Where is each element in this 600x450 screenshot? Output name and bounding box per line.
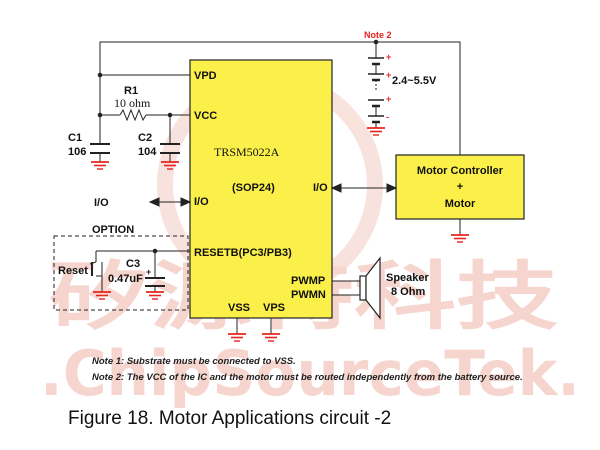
note2-tag: Note 2 [364, 30, 392, 40]
c1-name: C1 [68, 132, 82, 144]
io-right-link [330, 183, 398, 193]
note-1: Note 1: Substrate must be connected to V… [92, 356, 296, 367]
c3-name: C3 [126, 258, 140, 270]
pin-resetb-label: RESETB(PC3/PB3) [194, 247, 292, 259]
pin-vcc-label: VCC [194, 110, 217, 122]
capacitor-c1 [90, 143, 110, 154]
battery-minus-sign: - [386, 112, 389, 122]
c3-plus-sign: + [146, 267, 151, 277]
motor-controller-box [395, 154, 525, 220]
option-label: OPTION [92, 224, 134, 236]
battery-plus-sign: + [386, 94, 391, 104]
ic-package: (SOP24) [232, 182, 275, 194]
pin-vps-label: VPS [263, 302, 285, 314]
motor-label: Motor [445, 198, 476, 210]
io-left-ext-label: I/O [94, 197, 109, 209]
option-box [53, 235, 189, 311]
ic-name: TRSM5022A [214, 145, 280, 159]
pin-pwmp-label: PWMP [291, 275, 325, 287]
c2-value: 104 [138, 146, 157, 158]
junction-dot [167, 112, 173, 118]
pin-io-left-label: I/O [194, 196, 209, 208]
ic-body [189, 59, 333, 319]
pin-vpd-label: VPD [194, 70, 217, 82]
speaker-label: Speaker [386, 272, 430, 284]
watermark-latin-text: .ChipSourceTek. [40, 337, 580, 410]
pin-io-right-label: I/O [313, 182, 328, 194]
motor-plus-label: + [457, 181, 463, 193]
battery-plus-sign: + [386, 70, 391, 80]
capacitor-c2 [160, 143, 180, 154]
figure-caption: Figure 18. Motor Applications circuit -2 [68, 408, 391, 429]
c2-name: C2 [138, 132, 152, 144]
battery-voltage: 2.4~5.5V [392, 75, 437, 87]
battery-symbol [368, 57, 384, 124]
junction-dot [97, 112, 103, 118]
c1-value: 106 [68, 146, 86, 158]
ground-symbol [450, 234, 470, 243]
speaker-wiring [332, 280, 360, 296]
junction-dot [152, 248, 158, 254]
c3-value: 0.47uF [108, 273, 143, 285]
r1-value: 10 ohm [114, 96, 151, 110]
speaker-impedance: 8 Ohm [391, 286, 425, 298]
io-left-link [148, 197, 192, 207]
r1-name: R1 [124, 85, 138, 97]
pin-pwmn-label: PWMN [291, 289, 326, 301]
speaker-coil [359, 275, 367, 301]
capacitor-c3 [145, 277, 165, 287]
junction-dot [373, 39, 379, 45]
speaker-icon [365, 256, 381, 320]
junction-dot [97, 72, 103, 78]
note-2: Note 2: The VCC of the IC and the motor … [92, 372, 523, 383]
pin-vss-label: VSS [228, 302, 250, 314]
reset-label: Reset [58, 265, 88, 277]
battery-plus-sign: + [386, 52, 391, 62]
motor-controller-label: Motor Controller [417, 165, 504, 177]
ground-symbol [90, 161, 110, 170]
